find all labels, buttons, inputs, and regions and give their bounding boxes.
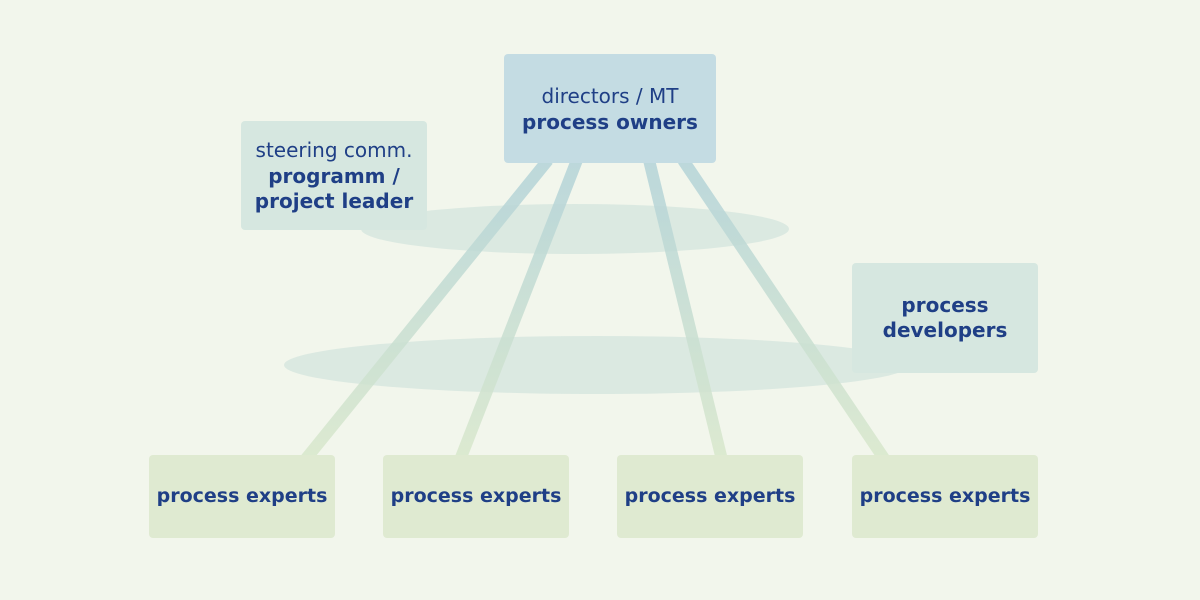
upper-level-ellipse bbox=[361, 204, 789, 254]
process-experts-label-1: process experts bbox=[156, 485, 328, 507]
process-experts-box-2: process experts bbox=[383, 455, 569, 538]
steering-committee-box: steering comm. programm / project leader bbox=[241, 121, 427, 230]
process-experts-box-1: process experts bbox=[149, 455, 335, 538]
directors-label: directors / MT bbox=[541, 83, 679, 108]
connector-line-3 bbox=[643, 158, 728, 462]
developers-label-line1: process bbox=[901, 293, 989, 317]
programm-label: programm / bbox=[268, 164, 400, 188]
project-leader-label: project leader bbox=[254, 189, 414, 213]
steering-label: steering comm. bbox=[255, 138, 413, 162]
process-experts-box-3: process experts bbox=[617, 455, 803, 538]
process-owners-label: process owners bbox=[522, 109, 698, 134]
developers-label-line2: developers bbox=[882, 318, 1008, 342]
connector-line-1 bbox=[300, 156, 553, 464]
connector-line-2 bbox=[454, 157, 583, 463]
process-experts-label-4: process experts bbox=[859, 485, 1031, 507]
process-experts-label-2: process experts bbox=[390, 485, 562, 507]
directors-box: directors / MT process owners bbox=[504, 54, 716, 163]
process-experts-box-4: process experts bbox=[852, 455, 1038, 538]
lower-level-ellipse bbox=[284, 336, 910, 394]
process-experts-label-3: process experts bbox=[624, 485, 796, 507]
connector-line-4 bbox=[678, 156, 890, 464]
process-developers-box: process developers bbox=[852, 263, 1038, 373]
